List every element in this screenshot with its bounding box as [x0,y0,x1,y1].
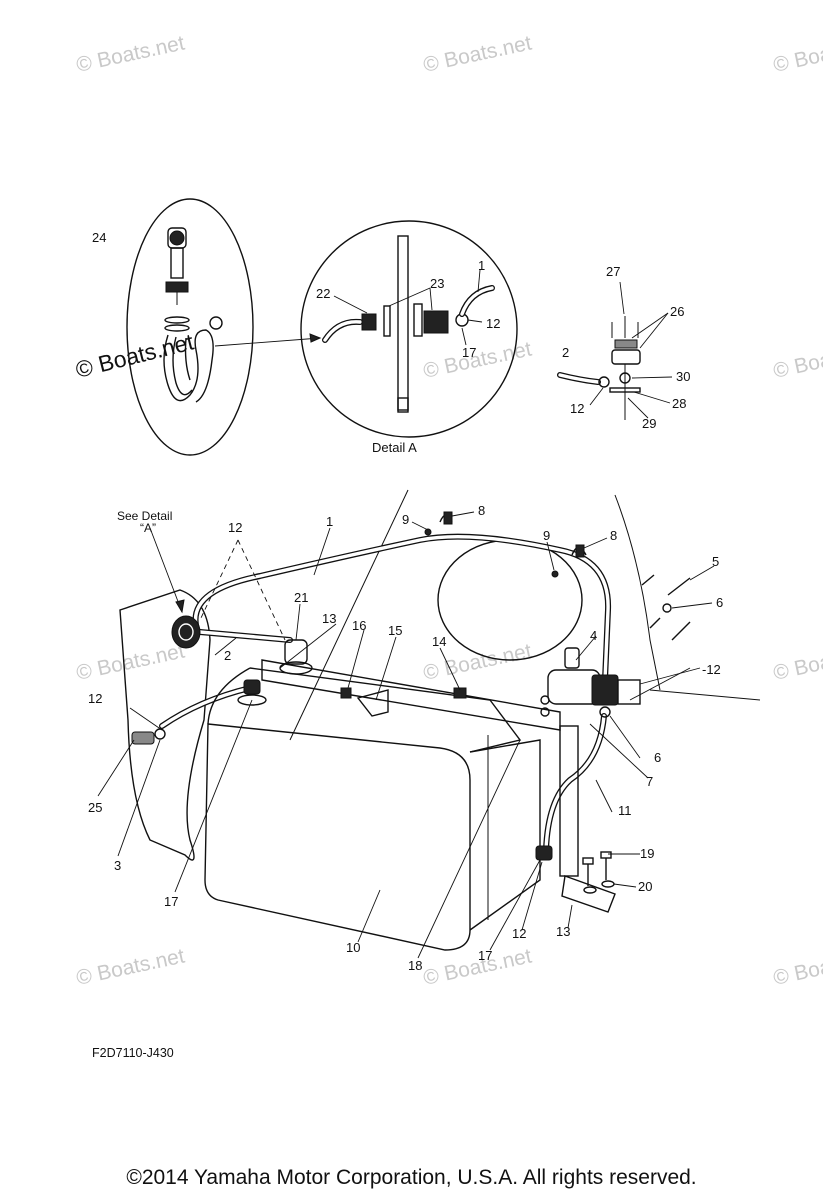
part-label-28: 28 [672,396,686,411]
watermark: © Boats.net [74,944,187,989]
part-label-12-pump: -12 [702,662,721,677]
part-label-6-top: 6 [716,595,723,610]
part-label-10: 10 [346,940,360,955]
part-label-6-bottom: 6 [654,750,661,765]
part-label-8-left: 8 [478,503,485,518]
watermark: © Boats.net [771,944,823,989]
part-label-9-right: 9 [543,528,550,543]
watermark: © Boats.net [771,31,823,76]
part-label-21: 21 [294,590,308,605]
part-labels: 24 22 23 1 12 17 Detail A 27 26 2 30 12 … [88,230,723,973]
main-assembly [97,489,761,959]
part-label-17-bottom: 17 [478,948,492,963]
part-label-8-right: 8 [610,528,617,543]
watermark: © Boats.net [421,31,534,76]
part-label-26: 26 [670,304,684,319]
part-label-1-detail: 1 [478,258,485,273]
part-label-19: 19 [640,846,654,861]
part-label-23: 23 [430,276,444,291]
part-label-11: 11 [618,803,632,818]
see-detail-callout-letter: “A” [140,521,156,535]
see-detail-callout: See Detail [117,509,172,523]
part-label-1-main: 1 [326,514,333,529]
part-label-24: 24 [92,230,106,245]
part-label-18: 18 [408,958,422,973]
watermarks: © Boats.net © Boats.net © Boats.net © Bo… [73,31,823,989]
part-label-12-top: 12 [228,520,242,535]
part-label-12-bottom: 12 [512,926,526,941]
part-label-15: 15 [388,623,402,638]
part-label-9-left: 9 [402,512,409,527]
part-label-2-main: 2 [224,648,231,663]
watermark: © Boats.net [74,31,187,76]
part-label-12-left: 12 [88,691,102,706]
part-label-16: 16 [352,618,366,633]
part-label-30: 30 [676,369,690,384]
part-label-17-left: 17 [164,894,178,909]
fitting-detail-ellipse [126,198,322,456]
copyright-footer: ©2014 Yamaha Motor Corporation, U.S.A. A… [126,1166,697,1189]
part-label-2-valve: 2 [562,345,569,360]
watermark: © Boats.net [771,337,823,382]
drawing-code: F2D7110-J430 [92,1046,174,1060]
part-label-12-detail: 12 [486,316,500,331]
part-label-14: 14 [432,634,446,649]
watermark: © Boats.net [74,639,187,684]
part-label-4: 4 [590,628,597,643]
part-label-3: 3 [114,858,121,873]
watermark: © Boats.net [771,639,823,684]
watermark: © Boats.net [73,328,197,383]
part-label-20: 20 [638,879,652,894]
part-label-13-bottom: 13 [556,924,570,939]
part-label-27: 27 [606,264,620,279]
watermark: © Boats.net [421,337,534,382]
part-label-17-detail: 17 [462,345,476,360]
part-label-7: 7 [646,774,653,789]
part-label-29: 29 [642,416,656,431]
part-label-5: 5 [712,554,719,569]
part-label-22: 22 [316,286,330,301]
valve-detail [557,281,673,420]
detail-a-title: Detail A [372,440,417,455]
part-label-12-valve: 12 [570,401,584,416]
part-label-25: 25 [88,800,102,815]
detail-a-circle [300,220,518,438]
part-label-13-top: 13 [322,611,336,626]
